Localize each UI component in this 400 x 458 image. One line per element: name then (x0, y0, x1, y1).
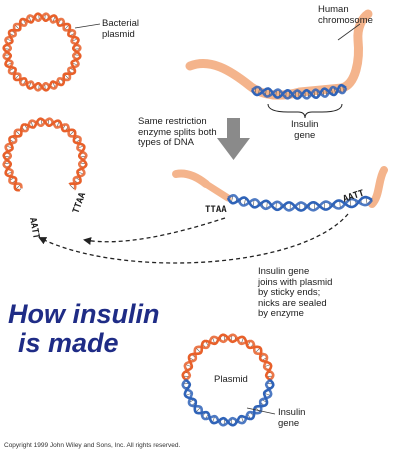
helix-rung (256, 348, 260, 352)
sticky-end-gene-left: TTAA (205, 205, 227, 215)
copyright-notice: Copyright 1999 John Wiley and Sons, Inc.… (4, 442, 180, 449)
label-plasmid: Plasmid (214, 375, 248, 386)
cut-arrow (217, 118, 250, 160)
dashed-arrow-gene-right (40, 214, 348, 263)
dashed-arrow-gene-left (85, 218, 225, 242)
cut-plasmid-ring (4, 119, 87, 191)
human-chromosome (190, 14, 368, 118)
insulin-gene-bracket (268, 104, 342, 118)
sticky-end-plasmid-right: TTAA (71, 191, 88, 215)
helix-rung (340, 201, 341, 207)
plasmid-leader-line (75, 24, 100, 28)
insulin-gene-helix-top (252, 85, 346, 98)
sticky-end-gene-right: AATT (342, 188, 366, 204)
helix-rung (70, 185, 74, 189)
sticky-end-plasmid-left: AATT (27, 217, 41, 241)
helix-rung (20, 188, 21, 190)
helix-rung (196, 408, 200, 412)
helix-rung (196, 348, 200, 352)
bacterial-plasmid-ring (4, 14, 81, 91)
